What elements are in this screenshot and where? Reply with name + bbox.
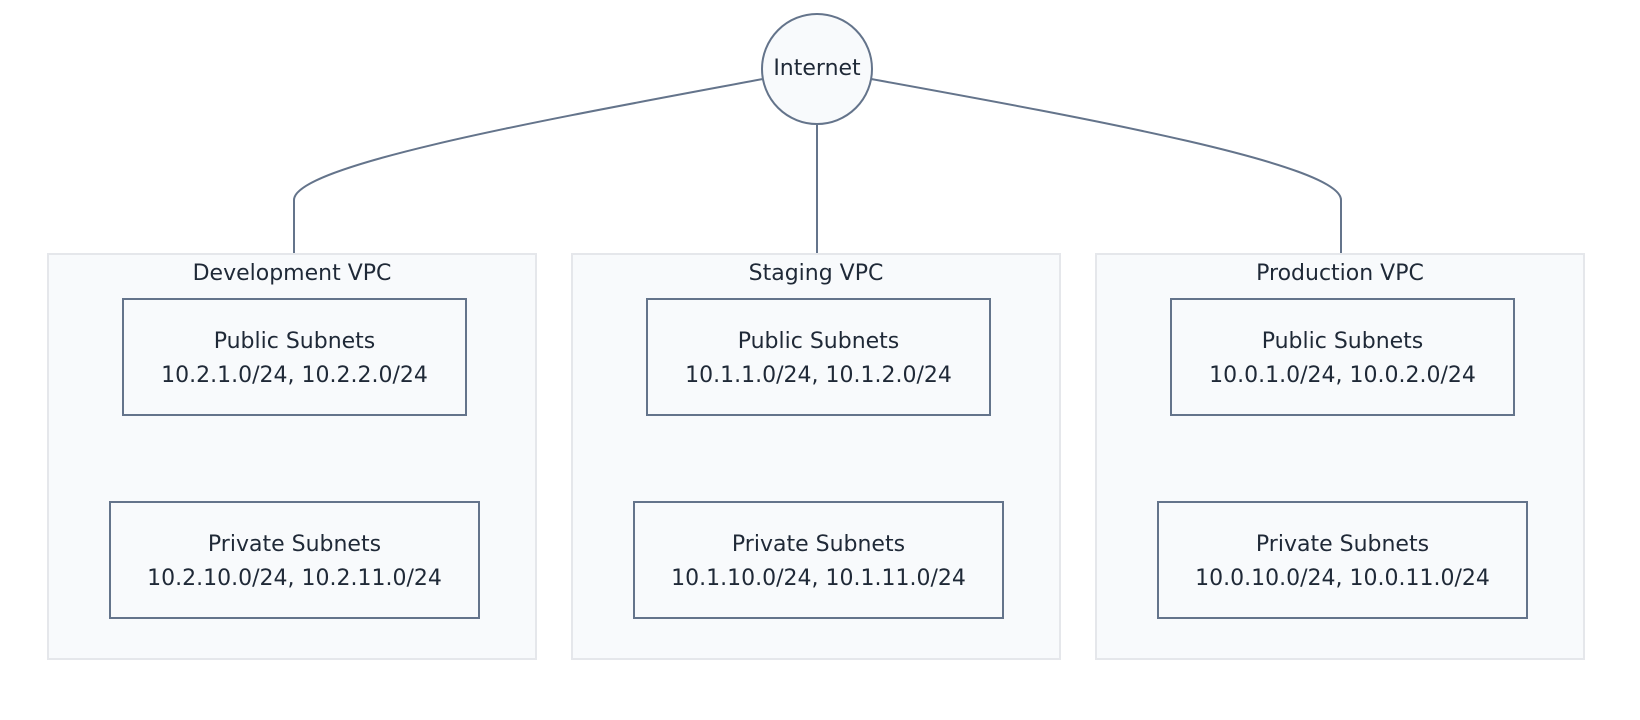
production-vpc-title: Production VPC [1256, 261, 1424, 286]
production-public-subnets-cidrs: 10.0.1.0/24, 10.0.2.0/24 [1209, 363, 1476, 388]
production-private-subnets-cidrs: 10.0.10.0/24, 10.0.11.0/24 [1195, 566, 1490, 591]
internet-node[interactable]: Internet [761, 13, 873, 125]
development-private-subnets-cidrs: 10.2.10.0/24, 10.2.11.0/24 [147, 566, 442, 591]
development-public-subnets-cidrs: 10.2.1.0/24, 10.2.2.0/24 [161, 363, 428, 388]
development-private-subnets-name: Private Subnets [207, 532, 382, 557]
staging-public-subnets-cidrs: 10.1.1.0/24, 10.1.2.0/24 [685, 363, 952, 388]
development-vpc-title: Development VPC [192, 261, 392, 286]
staging-private-subnets-cidrs: 10.1.10.0/24, 10.1.11.0/24 [671, 566, 966, 591]
development-private-subnets[interactable]: Private Subnets 10.2.10.0/24, 10.2.11.0/… [109, 501, 480, 619]
development-vpc: Development VPC Public Subnets 10.2.1.0/… [47, 253, 537, 660]
internet-label: Internet [773, 56, 861, 81]
staging-vpc: Staging VPC Public Subnets 10.1.1.0/24, … [571, 253, 1061, 660]
production-vpc: Production VPC Public Subnets 10.0.1.0/2… [1095, 253, 1585, 660]
development-public-subnets[interactable]: Public Subnets 10.2.1.0/24, 10.2.2.0/24 [122, 298, 467, 416]
production-public-subnets-name: Public Subnets [1261, 329, 1424, 354]
staging-private-subnets[interactable]: Private Subnets 10.1.10.0/24, 10.1.11.0/… [633, 501, 1004, 619]
development-public-subnets-name: Public Subnets [213, 329, 376, 354]
production-private-subnets[interactable]: Private Subnets 10.0.10.0/24, 10.0.11.0/… [1157, 501, 1528, 619]
production-private-subnets-name: Private Subnets [1255, 532, 1430, 557]
staging-private-subnets-name: Private Subnets [731, 532, 906, 557]
production-public-subnets[interactable]: Public Subnets 10.0.1.0/24, 10.0.2.0/24 [1170, 298, 1515, 416]
staging-public-subnets[interactable]: Public Subnets 10.1.1.0/24, 10.1.2.0/24 [646, 298, 991, 416]
staging-vpc-title: Staging VPC [748, 261, 884, 286]
staging-public-subnets-name: Public Subnets [737, 329, 900, 354]
